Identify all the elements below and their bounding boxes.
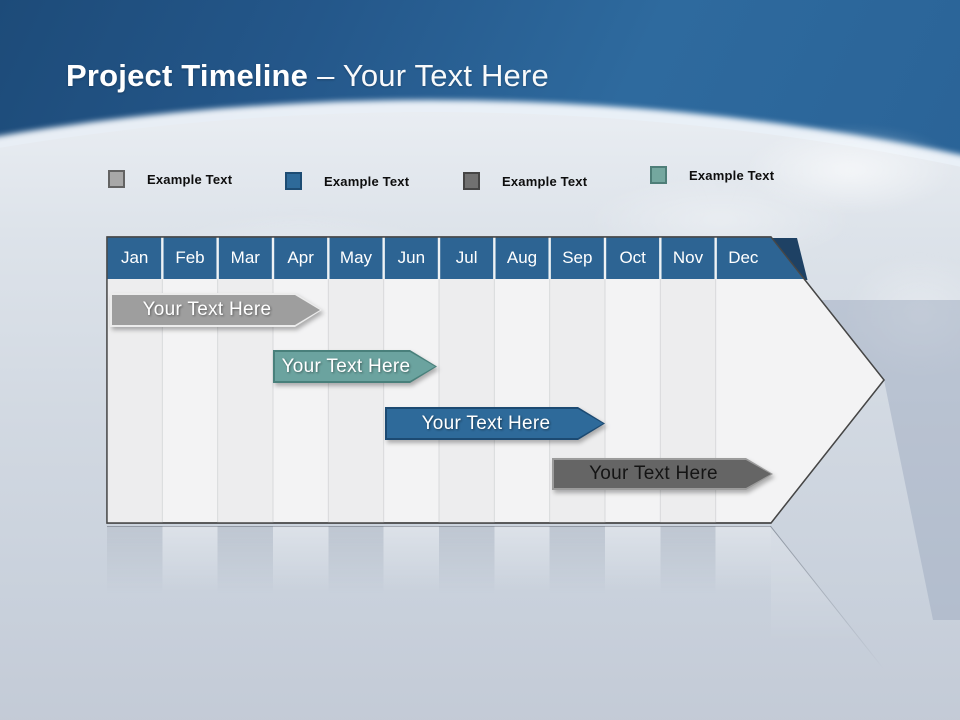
gantt-bar-label: Your Text Here [112, 295, 320, 325]
month-cell: Feb [175, 248, 205, 267]
slide-title-secondary: – Your Text Here [317, 58, 549, 93]
legend-swatch-teal [650, 166, 667, 184]
month-cell: Jul [455, 248, 478, 267]
month-cell: Mar [230, 248, 260, 267]
month-cell: Apr [287, 248, 314, 267]
month-cell: Nov [672, 248, 704, 267]
month-cell: May [339, 248, 373, 267]
chart-reflection [107, 526, 771, 610]
gantt-bar-grey: Your Text Here [110, 293, 322, 327]
month-header-row: Jan Feb Mar Apr May Jun Jul Aug Sep Oct … [107, 237, 771, 279]
month-cell: Jan [120, 248, 149, 267]
gantt-bar-teal: Your Text Here [273, 350, 437, 383]
legend-label: Example Text [324, 173, 410, 189]
gantt-bar-blue: Your Text Here [385, 407, 605, 440]
month-cell: Sep [562, 248, 593, 267]
slide-title-primary: Project Timeline [66, 58, 309, 93]
month-cell: Oct [619, 248, 646, 267]
gantt-bar-label: Your Text Here [275, 352, 435, 381]
legend-item: Example Text [650, 166, 774, 184]
legend-label: Example Text [689, 167, 775, 183]
legend-swatch-darkgrey [463, 172, 480, 190]
arrow-outline [106, 236, 885, 524]
legend-item: Example Text [285, 172, 409, 190]
slide-title: Project Timeline– Your Text Here [66, 58, 549, 94]
month-cell: Aug [506, 248, 538, 267]
legend-label: Example Text [502, 173, 588, 189]
legend-item: Example Text [463, 172, 587, 190]
legend-item: Example Text [108, 170, 232, 188]
gantt-bar-label: Your Text Here [387, 409, 603, 438]
month-cell: Jun [397, 248, 426, 267]
month-header-band [107, 237, 810, 279]
gantt-bar-darkgrey: Your Text Here [552, 458, 773, 490]
legend-label: Example Text [147, 171, 233, 187]
gantt-bar-label: Your Text Here [554, 460, 771, 488]
legend-swatch-grey [108, 170, 125, 188]
month-cell: Dec [728, 248, 759, 267]
legend-swatch-blue [285, 172, 302, 190]
